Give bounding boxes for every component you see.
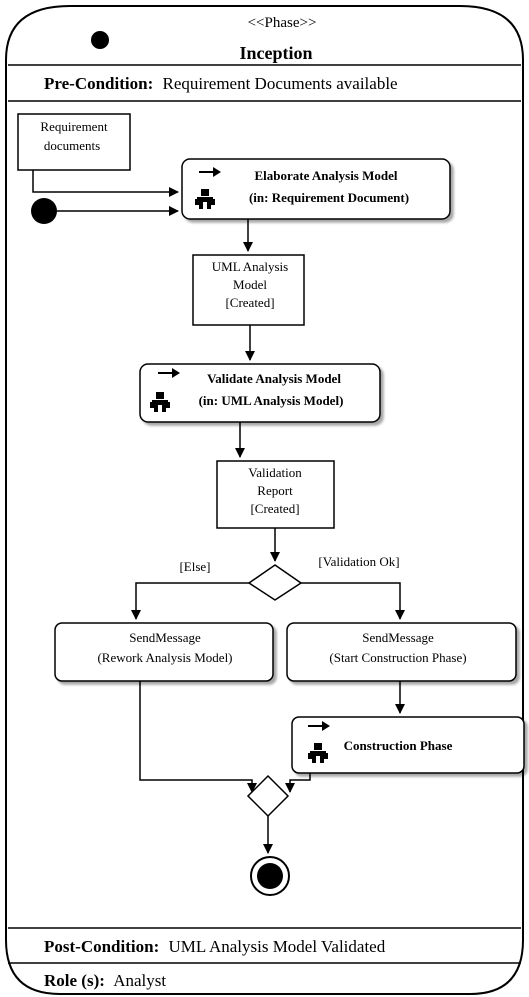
- edges: [32, 170, 405, 854]
- node-text: Validation: [248, 465, 302, 480]
- guard-label: [Validation Ok]: [318, 554, 399, 569]
- node-text: [Created]: [225, 295, 274, 310]
- node-text: Construction Phase: [344, 738, 453, 753]
- construction-phase-activity: [291, 716, 525, 774]
- node-text: Validate Analysis Model: [207, 371, 341, 386]
- decision-node: [247, 564, 303, 601]
- requirement-documents-node: [17, 113, 131, 171]
- node-text: [Created]: [250, 501, 299, 516]
- post-condition-label: Post-Condition:: [44, 937, 159, 956]
- role-label: Role (s):: [44, 971, 105, 990]
- edge-construction-to-merge: [285, 773, 311, 793]
- send-rework-message-activity: [54, 622, 274, 682]
- node-text: (in: Requirement Document): [249, 190, 409, 205]
- edge-req-to-elaborate: [32, 170, 179, 197]
- post-condition: Post-Condition: UML Analysis Model Valid…: [44, 937, 386, 956]
- guard-label: [Else]: [179, 559, 210, 574]
- validate-analysis-model-activity: [139, 363, 381, 423]
- role: Role (s): Analyst: [44, 971, 166, 990]
- node-text: Report: [257, 483, 293, 498]
- node-text: documents: [44, 138, 100, 153]
- role-value: Analyst: [113, 971, 166, 990]
- node-text: Elaborate Analysis Model: [254, 168, 397, 183]
- uml-analysis-model-node: [192, 254, 305, 326]
- edge-decision-else: [131, 582, 249, 620]
- edge-rework-to-merge: [139, 681, 257, 793]
- validation-report-node: [216, 460, 335, 529]
- final-node-core: [257, 863, 283, 889]
- node-text: Requirement: [40, 119, 108, 134]
- pre-condition: Pre-Condition: Requirement Documents ava…: [44, 74, 398, 93]
- node-text: UML Analysis: [212, 259, 288, 274]
- pre-condition-label: Pre-Condition:: [44, 74, 153, 93]
- pre-condition-value: Requirement Documents available: [163, 74, 398, 93]
- node-text: Model: [233, 277, 267, 292]
- header-dot: [91, 31, 109, 49]
- phase-stereotype: <<Phase>>: [248, 15, 317, 31]
- node-text: SendMessage: [129, 630, 201, 645]
- node-text: (Start Construction Phase): [329, 650, 466, 665]
- send-start-message-activity: [286, 622, 517, 682]
- node-text: (Rework Analysis Model): [97, 650, 232, 665]
- node-text: SendMessage: [362, 630, 434, 645]
- phase-name: Inception: [239, 43, 312, 63]
- node-text: (in: UML Analysis Model): [199, 393, 344, 408]
- edge-decision-ok: [301, 582, 405, 620]
- initial-node: [31, 198, 57, 224]
- post-condition-value: UML Analysis Model Validated: [168, 937, 385, 956]
- elaborate-analysis-model-activity: [181, 158, 451, 220]
